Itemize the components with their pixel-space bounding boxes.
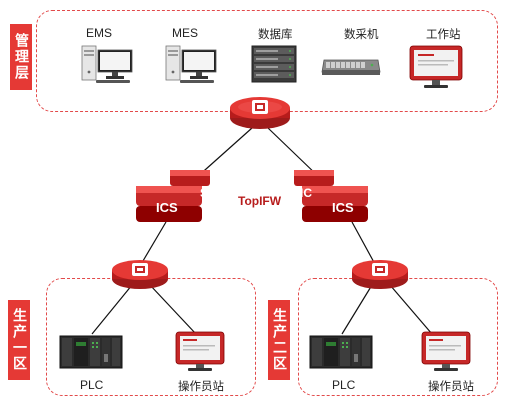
production-zone-2-tag-text: 生产二区 <box>271 308 287 372</box>
rack-server-icon <box>251 45 297 83</box>
plc-icon <box>309 335 373 369</box>
link-left-firewall-to-switch1 <box>139 221 167 267</box>
management-zone-tag: 管理层 <box>10 24 32 90</box>
device-label-plc-2: PLC <box>332 378 356 392</box>
device-label-operator-station-2: 操作员站 <box>428 379 474 393</box>
device-label-ems: EMS <box>86 26 113 40</box>
link-switch2-to-plc2 <box>341 284 373 335</box>
firewall-icon <box>136 170 210 222</box>
zone-switch-icon <box>352 260 408 289</box>
firewall-model-label: TopIFW <box>238 194 282 208</box>
link-core-to-left-firewall <box>195 127 253 179</box>
server-pc-icon <box>81 45 133 83</box>
workstation-monitor-icon <box>409 45 463 88</box>
link-core-to-right-firewall <box>267 127 321 179</box>
zone-switch-icon <box>112 260 168 289</box>
device-label-operator-station-1: 操作员站 <box>178 379 224 393</box>
core-switch-icon <box>230 97 290 129</box>
production-zone-2-tag: 生产二区 <box>268 300 290 380</box>
firewall-left-label: ICS <box>156 200 178 215</box>
device-label-plc-1: PLC <box>80 378 104 392</box>
device-label-database: 数据库 <box>258 27 293 41</box>
production-zone-1-tag: 生产一区 <box>8 300 30 380</box>
server-pc-icon <box>165 45 217 83</box>
production-zone-1-tag-text: 生产一区 <box>11 308 27 372</box>
firewall-left-back-label: S <box>200 186 209 200</box>
link-switch2-to-op2 <box>389 284 433 335</box>
rack-1u-server-icon <box>321 59 381 75</box>
device-label-mes: MES <box>172 26 199 40</box>
operator-station-icon <box>421 331 471 371</box>
plc-icon <box>59 335 123 369</box>
link-right-firewall-to-switch2 <box>351 221 377 267</box>
firewall-right-back-label: IC <box>300 186 312 200</box>
firewall-icon <box>294 170 368 222</box>
link-switch1-to-plc1 <box>91 284 133 335</box>
management-zone-tag-text: 管理层 <box>13 33 29 81</box>
link-switch1-to-op1 <box>149 284 197 335</box>
firewall-right-label: ICS <box>332 200 354 215</box>
operator-station-icon <box>175 331 225 371</box>
device-label-workstation: 工作站 <box>426 27 461 41</box>
device-label-data-collector: 数采机 <box>344 27 379 41</box>
